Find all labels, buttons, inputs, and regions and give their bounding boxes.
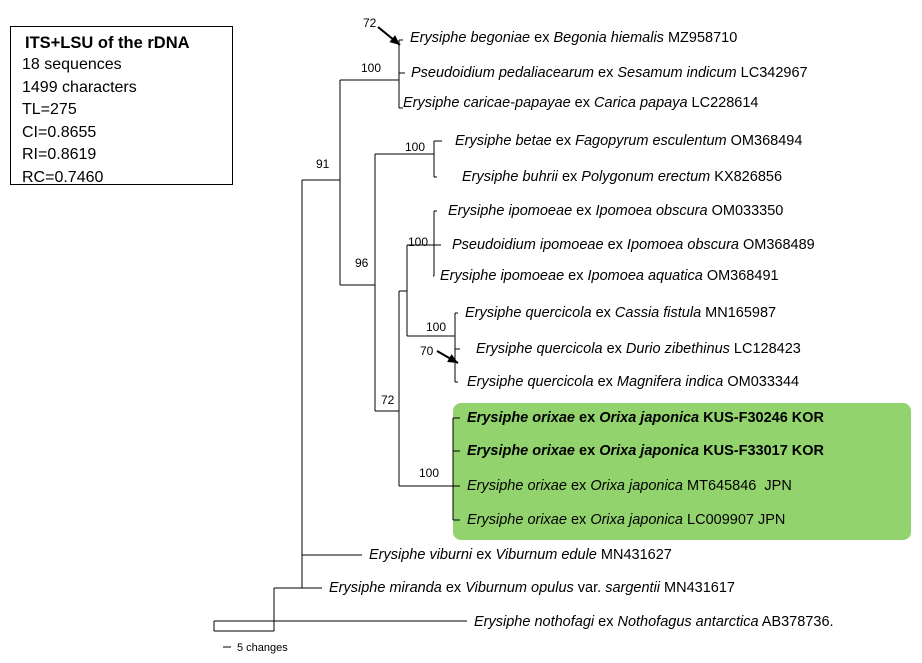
taxon-label: Erysiphe ipomoeae ex Ipomoea aquatica OM… [440, 268, 779, 284]
taxon-label: Erysiphe caricae-papayae ex Carica papay… [403, 95, 758, 111]
support-value: 70 [420, 344, 434, 358]
orixae-clade-highlight [453, 403, 911, 540]
taxon-label: Erysiphe betae ex Fagopyrum esculentum O… [455, 133, 802, 149]
support-value: 100 [408, 235, 428, 249]
taxon-label: Erysiphe miranda ex Viburnum opulus var.… [329, 580, 735, 596]
stats-tree-length: TL=275 [22, 101, 77, 118]
scale-bar: 5 changes [223, 642, 288, 654]
scale-bar-label: 5 changes [237, 642, 288, 654]
stats-ci: CI=0.8655 [22, 123, 97, 141]
taxon-label: Erysiphe buhrii ex Polygonum erectum KX8… [462, 169, 782, 185]
taxon-label: Erysiphe viburni ex Viburnum edule MN431… [369, 547, 672, 563]
support-value: 91 [316, 157, 330, 171]
taxon-label: Erysiphe quercicola ex Cassia fistula MN… [465, 305, 776, 321]
stats-ri: RI=0.8619 [22, 146, 97, 163]
stats-title: ITS+LSU of the rDNA [25, 34, 190, 52]
tree-branches [213, 39, 467, 632]
taxon-label: Erysiphe begoniae ex Begonia hiemalis MZ… [410, 30, 737, 46]
support-value: 100 [426, 320, 446, 334]
support-value: 96 [355, 256, 369, 270]
support-value: 100 [361, 61, 381, 75]
stats-rc: RC=0.7460 [22, 168, 104, 186]
arrow-head [447, 354, 458, 363]
support-value: 72 [381, 393, 395, 407]
support-value: 72 [363, 16, 377, 30]
taxon-label: Erysiphe orixae ex Orixa japonica KUS-F3… [467, 443, 825, 459]
taxon-label: Erysiphe quercicola ex Magnifera indica … [467, 374, 799, 390]
taxon-label: Pseudoidium ipomoeae ex Ipomoea obscura … [452, 237, 815, 253]
taxon-label: Erysiphe ipomoeae ex Ipomoea obscura OM0… [448, 203, 783, 219]
stats-characters: 1499 characters [22, 78, 137, 96]
stats-sequences: 18 sequences [22, 56, 122, 73]
taxon-label: Erysiphe orixae ex Orixa japonica LC0099… [467, 512, 785, 528]
support-value: 100 [419, 466, 439, 480]
taxon-label: Erysiphe orixae ex Orixa japonica KUS-F3… [467, 410, 825, 426]
taxon-label: Erysiphe nothofagi ex Nothofagus antarct… [474, 614, 834, 630]
taxon-label: Pseudoidium pedaliacearum ex Sesamum ind… [411, 65, 808, 81]
pointer-arrows [377, 26, 459, 364]
taxon-label: Erysiphe quercicola ex Durio zibethinus … [476, 341, 801, 357]
tree-statistics-box: ITS+LSU of the rDNA 18 sequences 1499 ch… [10, 26, 233, 186]
support-values: 72 100 91 100 96 100 100 70 72 100 [316, 16, 446, 480]
arrow-head [389, 35, 400, 45]
taxon-label: Erysiphe orixae ex Orixa japonica MT6458… [467, 478, 792, 494]
taxon-labels: Erysiphe begoniae ex Begonia hiemalis MZ… [329, 30, 834, 630]
support-value: 100 [405, 140, 425, 154]
